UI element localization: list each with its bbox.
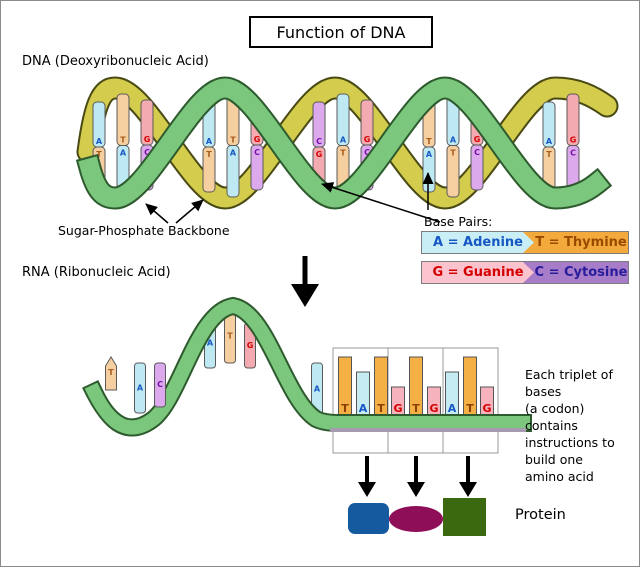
codon-arrow-icon [459,456,477,497]
protein-shape-rect [348,503,389,534]
codon-base-letter: G [429,402,438,415]
codon-note-line: bases [525,384,562,399]
rna-bars-front: T A C [105,356,166,414]
rna-base-letter: A [314,385,321,394]
dna-to-rna-arrow-icon [291,256,319,307]
rna-base-letter: G [247,341,254,350]
codon-base-letter: T [341,402,349,415]
rna-base-letter: A [207,339,214,348]
backbone-label: Sugar-Phosphate Backbone [58,223,230,238]
dna-base-letter: T [340,149,346,158]
dna-base-bottom [226,145,240,198]
legend-row-guanine-cytosine: G = Guanine C = Cytosine [421,261,629,284]
dna-base-letter: C [364,148,370,157]
codon-base-letter: G [482,402,491,415]
backbone-arrow-right-icon [175,199,204,224]
dna-base-letter: T [120,136,126,145]
dna-base-bottom [250,144,264,191]
dna-base-bottom [470,144,484,191]
codon-base-letter: A [448,402,457,415]
codon-note-line: Each triplet of [525,367,613,382]
dna-base-letter: C [144,148,150,157]
dna-ribbon-yellow [78,78,617,208]
legend-adenine-segment: A = Adenine [422,232,534,253]
protein-shape-square [443,498,486,536]
legend-adenine-text: A = Adenine [433,235,523,250]
codon-base-letter: T [466,402,474,415]
rna-base-bar [105,356,117,391]
rna-ribbon-shadow [330,428,526,432]
legend-cytosine-text: C = Cytosine [534,265,628,280]
legend-row-adenine-thymine: A = Adenine T = Thymine [421,231,629,254]
dna-base-letter: C [474,148,480,157]
dna-base-letter: A [206,137,213,146]
codon-note-line: contains [525,418,578,433]
dna-base-letter: A [230,149,237,158]
dna-base-letter: G [364,135,371,144]
dna-base-letter: T [450,149,456,158]
codon-base-letter: T [377,402,385,415]
rna-base-letter: A [137,384,144,393]
codon-base-letter: T [412,402,420,415]
backbone-arrow-left-icon [145,203,169,224]
dna-base-letter: G [570,136,577,145]
codon-note-line: amino acid [525,469,594,484]
codon-note: Each triplet of bases (a codon) contains ins… [525,366,635,485]
legend-thymine-text: T = Thymine [535,235,627,250]
rna-ribbon [84,298,530,435]
dna-base-bottom [446,145,460,198]
dna-base-letter: T [206,150,212,159]
dna-base-letter: C [570,149,576,158]
codon-arrow-icon [407,456,425,497]
backbone-arrows [145,199,204,224]
dna-base-letter: C [254,148,260,157]
dna-base-bottom [202,146,216,193]
protein-label: Protein [515,507,566,523]
page-title: Function of DNA [276,22,406,42]
dna-base-letter: T [230,136,236,145]
dna-section-label: DNA (Deoxyribonucleic Acid) [22,54,209,69]
codon-note-line: instructions to [525,435,615,450]
codon-arrow-icon [358,456,376,497]
dna-ribbon-green [78,78,610,208]
rna-base-letter: C [157,380,163,389]
codon-note-line: build one [525,452,583,467]
dna-base-letter: T [426,137,432,146]
rna-base-letter: T [108,368,114,377]
protein-shapes [348,498,486,536]
legend-guanine-text: G = Guanine [432,265,524,280]
codon-box [442,347,499,454]
dna-base-letter: T [96,150,102,159]
dna-base-letter: A [546,137,553,146]
dna-base-letter: G [474,135,481,144]
dna-base-letter: G [144,135,151,144]
rna-base-bar [134,362,146,414]
codon-note-line: (a codon) [525,401,585,416]
codon-base-letter: A [359,402,368,415]
dna-base-letter: A [120,149,127,158]
dna-base-letter: T [546,150,552,159]
legend-guanine-segment: G = Guanine [422,262,534,283]
codon-arrows [358,456,477,497]
rna-section-label: RNA (Ribonucleic Acid) [22,265,171,280]
title-box: Function of DNA [249,16,433,48]
dna-base-letter: G [316,150,323,159]
dna-base-letter: C [316,137,322,146]
rna-base-bar [154,362,166,408]
dna-base-letter: A [340,136,347,145]
codon-base-letter: G [393,402,402,415]
dna-base-letter: A [426,150,433,159]
rna-base-letter: T [227,331,233,340]
base-pairs-arrow-long-icon [321,182,441,223]
base-pairs-label: Base Pairs: [424,214,493,229]
dna-base-letter: A [450,136,457,145]
dna-base-letter: G [254,135,261,144]
protein-shape-ellipse [389,506,443,532]
dna-base-letter: A [96,137,103,146]
base-pairs-arrows [321,172,441,223]
